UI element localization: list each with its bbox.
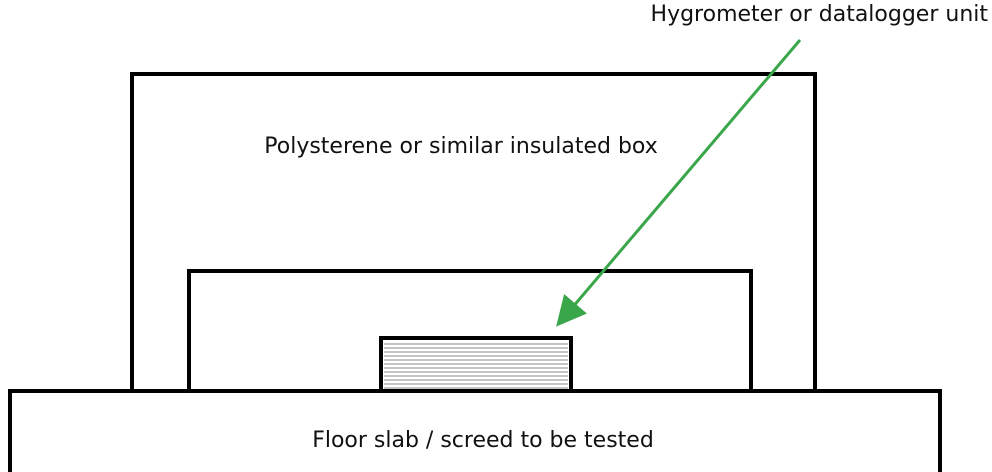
outer-insulated-box (130, 72, 817, 391)
outer-box-label: Polysterene or similar insulated box (264, 134, 657, 159)
callout-arrow (556, 39, 802, 327)
inner-box (187, 269, 753, 391)
callout-label: Hygrometer or datalogger unit (651, 2, 989, 27)
hygrometer-unit (379, 336, 573, 393)
slab-label: Floor slab / screed to be tested (312, 428, 654, 453)
